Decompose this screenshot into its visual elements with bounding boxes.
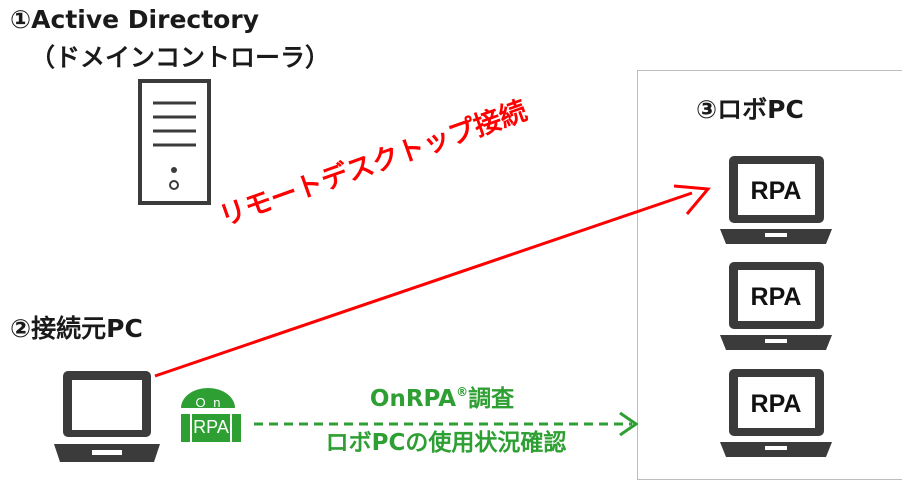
- robo-screen-label-2: RPA: [750, 283, 802, 311]
- onrpa-logo-top-text: O n: [195, 395, 223, 410]
- robo-screen-label-3: RPA: [750, 390, 802, 418]
- active-directory-title: ①Active Directory: [10, 5, 259, 34]
- survey-arrow: [254, 411, 639, 437]
- domain-controller-subtitle: （ドメインコントローラ）: [30, 43, 331, 72]
- robo-laptop-3: [720, 369, 832, 457]
- robo-laptop-1: [720, 156, 832, 244]
- server-icon: [138, 79, 211, 205]
- onrpa-survey-suffix: 調査: [468, 386, 515, 412]
- robo-laptop-2: [720, 262, 832, 350]
- usage-check-label: ロボPCの使用状況確認: [325, 430, 567, 456]
- onrpa-logo-icon: [181, 388, 241, 442]
- source-pc-title: ②接続元PC: [10, 314, 143, 343]
- onrpa-survey-label: OnRPA®調査: [312, 385, 572, 412]
- registered-mark: ®: [456, 385, 469, 399]
- robo-pc-title: ③ロボPC: [696, 95, 804, 124]
- laptop-icon: [54, 371, 160, 462]
- remote-desktop-arrow: [154, 184, 712, 378]
- onrpa-survey-name: OnRPA: [369, 386, 457, 412]
- robo-screen-label-1: RPA: [750, 177, 802, 205]
- diagram-graphics: [54, 79, 832, 462]
- onrpa-logo-bottom-text: RPA: [193, 417, 229, 437]
